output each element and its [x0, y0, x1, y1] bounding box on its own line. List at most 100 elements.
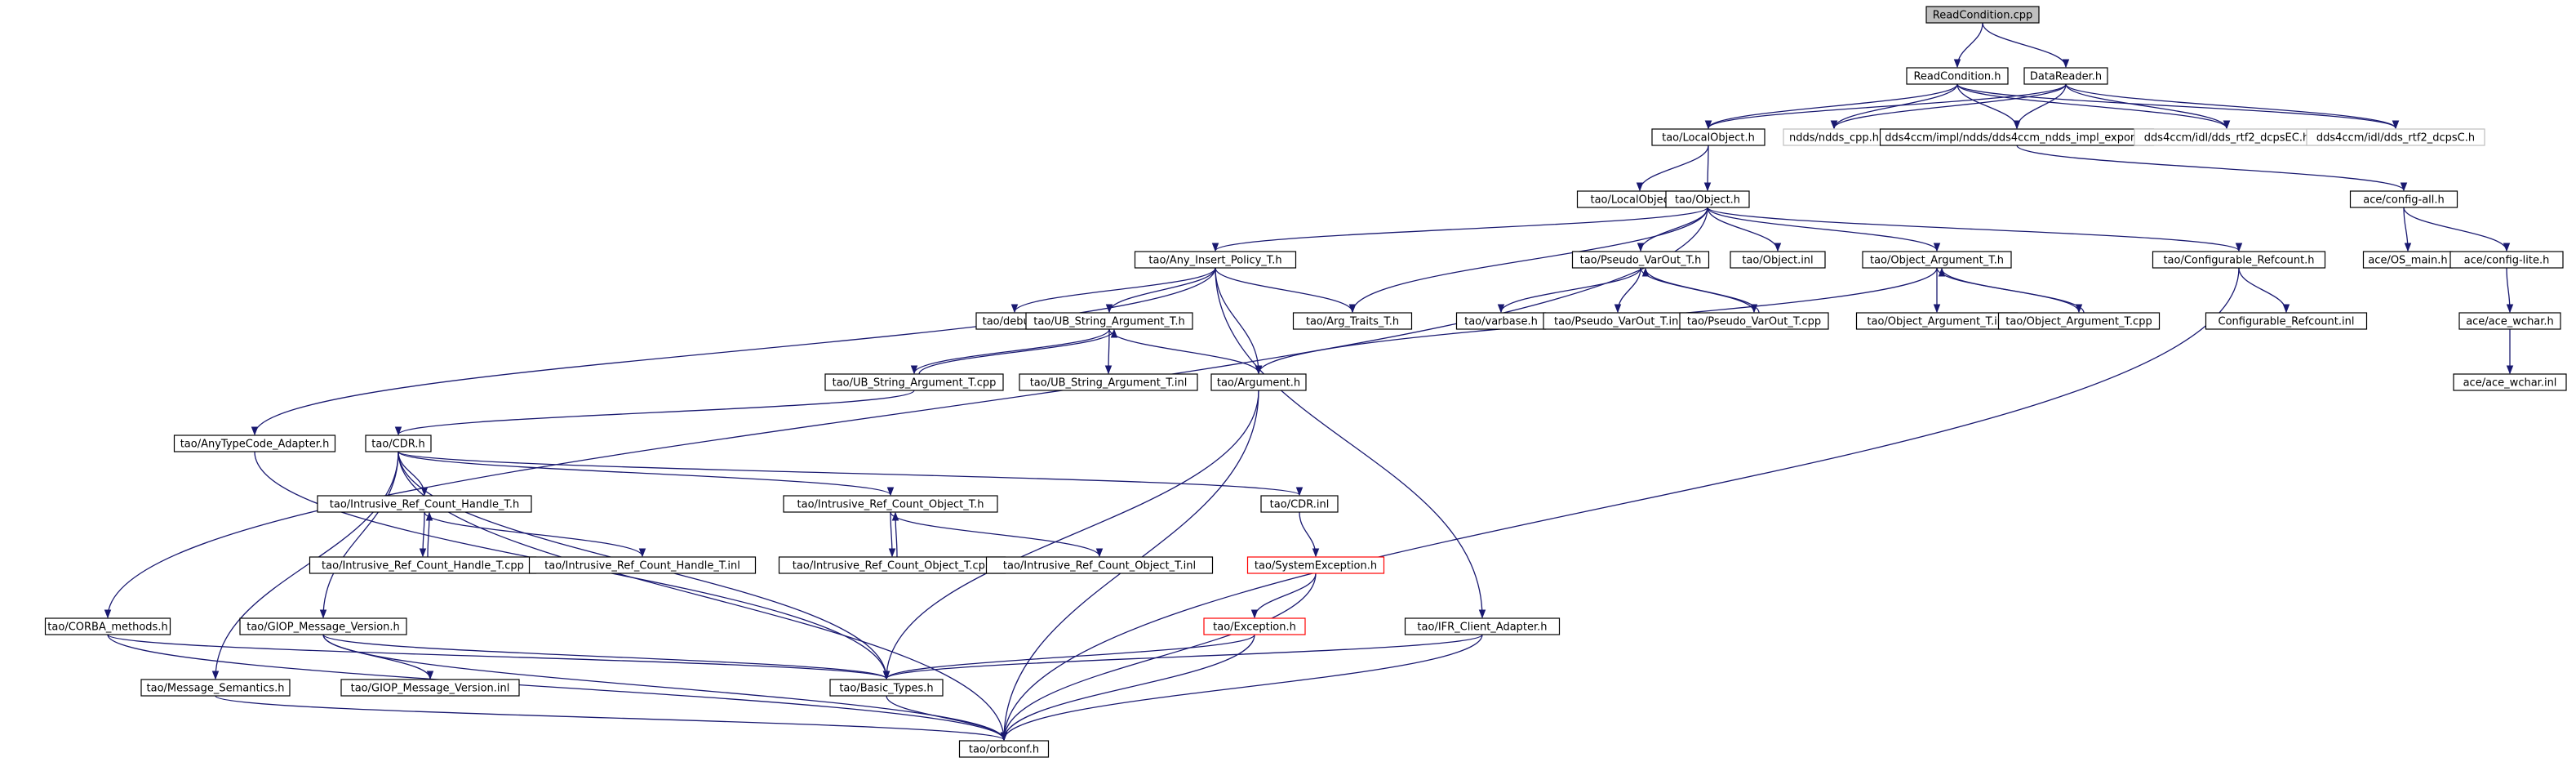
node-ub_string_argument_cpp[interactable]: tao/UB_String_Argument_T.cpp [824, 373, 1004, 391]
node-irc_object_cpp[interactable]: tao/Intrusive_Ref_Count_Object_T.cpp [778, 556, 1006, 574]
node-label: tao/GIOP_Message_Version.inl [351, 683, 510, 695]
node-box[interactable] [1665, 190, 1750, 208]
node-box[interactable] [1404, 617, 1561, 635]
node-argument_h[interactable]: tao/Argument.h [1210, 373, 1307, 391]
node-irc_object_inl[interactable]: tao/Intrusive_Ref_Count_Object_T.inl [985, 556, 1214, 574]
node-box[interactable] [44, 617, 171, 635]
node-orbconf_h[interactable]: tao/orbconf.h [958, 740, 1050, 758]
node-pseudo_varout_cpp[interactable]: tao/Pseudo_VarOut_T.cpp [1679, 312, 1829, 330]
node-object_argument_h[interactable]: tao/Object_Argument_T.h [1862, 251, 2012, 269]
node-configurable_refcount_inl[interactable]: Configurable_Refcount.inl [2205, 312, 2368, 330]
node-message_semantics_h[interactable]: tao/Message_Semantics.h [140, 679, 291, 697]
arrowhead-datareader_h-to-rtf2_dcpsc_h [2392, 120, 2400, 130]
node-corba_methods_h[interactable]: tao/CORBA_methods.h [44, 617, 171, 635]
node-object_argument_cpp[interactable]: tao/Object_Argument_T.cpp [1997, 312, 2161, 330]
node-pseudo_varout_h[interactable]: tao/Pseudo_VarOut_T.h [1571, 251, 1710, 269]
node-ifr_client_adapter_h[interactable]: tao/IFR_Client_Adapter.h [1404, 617, 1561, 635]
node-box[interactable] [958, 740, 1050, 758]
node-ace_wchar_h[interactable]: ace/ace_wchar.h [2458, 312, 2561, 330]
node-arg_traits_h[interactable]: tao/Arg_Traits_T.h [1292, 312, 1413, 330]
node-giop_message_version_h[interactable]: tao/GIOP_Message_Version.h [239, 617, 407, 635]
node-readcondition_h[interactable]: ReadCondition.h [1906, 67, 2009, 85]
node-box[interactable] [783, 495, 998, 513]
node-object_argument_inl[interactable]: tao/Object_Argument_T.inl [1855, 312, 2019, 330]
node-label: tao/UB_String_Argument_T.h [1033, 316, 1184, 328]
node-box[interactable] [1246, 556, 1385, 574]
node-box[interactable] [1925, 6, 2040, 24]
node-label: tao/Message_Semantics.h [147, 683, 285, 695]
node-box[interactable] [829, 679, 944, 697]
node-irc_handle_h[interactable]: tao/Intrusive_Ref_Count_Handle_T.h [317, 495, 532, 513]
node-ub_string_argument_h[interactable]: tao/UB_String_Argument_T.h [1025, 312, 1193, 330]
edge-irc_object_h-to-irc_object_inl [890, 511, 1100, 557]
node-box[interactable] [140, 679, 291, 697]
node-box[interactable] [1997, 312, 2161, 330]
node-box[interactable] [1651, 128, 1765, 146]
node-box[interactable] [1260, 495, 1339, 513]
node-box[interactable] [824, 373, 1004, 391]
node-os_main_h[interactable]: ace/OS_main.h [2362, 251, 2454, 269]
node-box[interactable] [2306, 128, 2485, 146]
node-dds4ccm_export_h[interactable]: dds4ccm/impl/ndds/dds4ccm_ndds_impl_expo… [1879, 128, 2155, 146]
node-box[interactable] [365, 434, 432, 452]
node-exception_h[interactable]: tao/Exception.h [1203, 617, 1306, 635]
node-object_h[interactable]: tao/Object.h [1665, 190, 1750, 208]
node-irc_object_h[interactable]: tao/Intrusive_Ref_Count_Object_T.h [783, 495, 998, 513]
node-cdr_h[interactable]: tao/CDR.h [365, 434, 432, 452]
node-rtf2_dcpsec_h[interactable]: dds4ccm/idl/dds_rtf2_dcpsEC.h [2134, 128, 2320, 146]
node-object_inl[interactable]: tao/Object.inl [1730, 251, 1826, 269]
node-box[interactable] [1025, 312, 1193, 330]
node-box[interactable] [2023, 67, 2108, 85]
node-rtf2_dcpsc_h[interactable]: dds4ccm/idl/dds_rtf2_dcpsC.h [2306, 128, 2485, 146]
node-box[interactable] [985, 556, 1214, 574]
node-box[interactable] [1906, 67, 2009, 85]
node-box[interactable] [1292, 312, 1413, 330]
node-ace_wchar_inl[interactable]: ace/ace_wchar.inl [2453, 373, 2567, 391]
node-varbase_h[interactable]: tao/varbase.h [1455, 312, 1547, 330]
node-giop_message_version_inl[interactable]: tao/GIOP_Message_Version.inl [340, 679, 520, 697]
node-basic_types_h[interactable]: tao/Basic_Types.h [829, 679, 944, 697]
node-readcondition_cpp[interactable]: ReadCondition.cpp [1925, 6, 2040, 24]
arrowhead-ub_string_argument_h-to-argument_h [1255, 365, 1263, 375]
node-box[interactable] [2152, 251, 2326, 269]
node-box[interactable] [528, 556, 757, 574]
node-box[interactable] [317, 495, 532, 513]
edge-ifr_client_adapter_h-to-basic_types_h [886, 634, 1483, 680]
node-box[interactable] [1679, 312, 1829, 330]
node-ndds_cpp_h[interactable]: ndds/ndds_cpp.h [1783, 128, 1885, 146]
node-datareader_h[interactable]: DataReader.h [2023, 67, 2108, 85]
node-box[interactable] [1134, 251, 1297, 269]
node-box[interactable] [1019, 373, 1198, 391]
node-box[interactable] [173, 434, 336, 452]
edge-cdr_h-to-message_semantics_h [215, 451, 399, 680]
node-box[interactable] [2453, 373, 2567, 391]
node-pseudo_varout_inl[interactable]: tao/Pseudo_VarOut_T.inl [1543, 312, 1693, 330]
node-localobject_h[interactable]: tao/LocalObject.h [1651, 128, 1765, 146]
node-label: tao/Intrusive_Ref_Count_Object_T.inl [1003, 560, 1196, 573]
node-box[interactable] [239, 617, 407, 635]
node-config_all_h[interactable]: ace/config-all.h [2349, 190, 2458, 208]
node-box[interactable] [2205, 312, 2368, 330]
node-box[interactable] [2349, 190, 2458, 208]
node-label: tao/CDR.h [371, 439, 424, 451]
node-box[interactable] [2449, 251, 2564, 269]
node-box[interactable] [1730, 251, 1826, 269]
node-any_insert_policy_h[interactable]: tao/Any_Insert_Policy_T.h [1134, 251, 1297, 269]
node-systemexception_h[interactable]: tao/SystemException.h [1246, 556, 1385, 574]
node-box[interactable] [1210, 373, 1307, 391]
node-anytypecode_adapter_h[interactable]: tao/AnyTypeCode_Adapter.h [173, 434, 336, 452]
arrowhead-any_insert_policy_h-to-debug_h [1010, 304, 1019, 314]
node-box[interactable] [2458, 312, 2561, 330]
node-box[interactable] [1862, 251, 2012, 269]
node-ub_string_argument_inl[interactable]: tao/UB_String_Argument_T.inl [1019, 373, 1198, 391]
node-config_lite_h[interactable]: ace/config-lite.h [2449, 251, 2564, 269]
node-configurable_refcount_h[interactable]: tao/Configurable_Refcount.h [2152, 251, 2326, 269]
node-irc_handle_inl[interactable]: tao/Intrusive_Ref_Count_Handle_T.inl [528, 556, 757, 574]
node-cdr_inl[interactable]: tao/CDR.inl [1260, 495, 1339, 513]
arrowhead-basic_types_h-to-orbconf_h [1000, 732, 1008, 742]
node-box[interactable] [1203, 617, 1306, 635]
node-box[interactable] [1571, 251, 1710, 269]
node-irc_handle_cpp[interactable]: tao/Intrusive_Ref_Count_Handle_T.cpp [309, 556, 537, 574]
node-box[interactable] [340, 679, 520, 697]
arrowhead-readcondition_cpp-to-readcondition_h [1953, 59, 1961, 69]
